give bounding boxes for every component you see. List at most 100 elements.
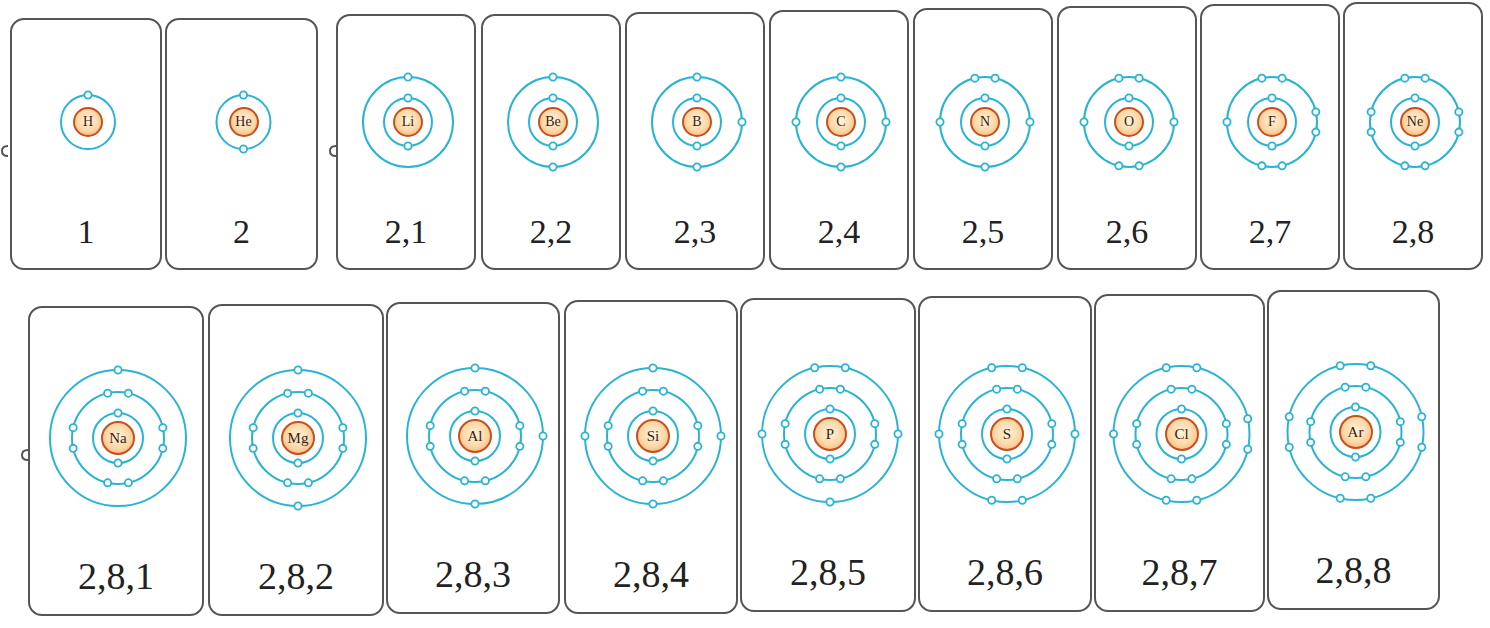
electron xyxy=(1312,129,1319,136)
element-symbol: Na xyxy=(109,431,127,446)
electron-shell xyxy=(217,95,271,149)
electron xyxy=(1133,441,1140,448)
electron-shell xyxy=(230,370,366,506)
electron-shell xyxy=(762,366,898,502)
electron-shell xyxy=(1288,364,1424,500)
electron xyxy=(1003,455,1010,462)
electron xyxy=(84,91,91,98)
element-symbol: C xyxy=(836,115,845,129)
element-symbol: Ar xyxy=(1348,425,1364,440)
electron xyxy=(1286,413,1293,420)
electron xyxy=(549,142,556,149)
electron xyxy=(114,366,121,373)
config-holder: 2,8,6 xyxy=(920,553,1090,591)
nucleus: Be xyxy=(538,107,568,137)
electron xyxy=(811,364,818,371)
electron-shell xyxy=(628,411,678,461)
electron-configuration: 2,1 xyxy=(385,213,428,250)
electron-shell xyxy=(982,409,1032,459)
electron xyxy=(826,405,833,412)
nucleus: P xyxy=(813,417,847,451)
electron-configuration: 2,2 xyxy=(530,213,573,250)
electron xyxy=(1244,415,1251,422)
electron-configuration: 2,8,5 xyxy=(790,551,866,593)
electron-shell xyxy=(796,77,886,167)
electron xyxy=(1455,108,1462,115)
electron-shell xyxy=(50,370,186,506)
electron-shell xyxy=(961,98,1009,146)
nucleus: Na xyxy=(101,421,135,455)
electron xyxy=(782,420,789,427)
nucleus: H xyxy=(73,107,103,137)
nucleus: F xyxy=(1257,107,1287,137)
electron-configuration: 2,8,7 xyxy=(1142,551,1218,593)
electron-shell xyxy=(940,77,1030,167)
electron xyxy=(1258,75,1265,82)
electron xyxy=(1223,441,1230,448)
element-card: 2,2 Be xyxy=(481,14,621,270)
electron xyxy=(1163,364,1170,371)
electron xyxy=(639,388,646,395)
nucleus: Ar xyxy=(1339,415,1373,449)
electron xyxy=(404,73,411,80)
electron xyxy=(871,420,878,427)
electron xyxy=(792,118,799,125)
electron xyxy=(1188,475,1195,482)
electron-shell xyxy=(1105,98,1153,146)
electron xyxy=(539,432,546,439)
config-holder: 2,8,2 xyxy=(210,557,382,595)
config-holder: 2,3 xyxy=(627,215,763,249)
element-symbol: Cl xyxy=(1174,427,1188,442)
element-symbol: N xyxy=(980,115,990,129)
electron xyxy=(1312,108,1319,115)
electron-shell xyxy=(939,366,1075,502)
electron xyxy=(837,94,844,101)
electron xyxy=(660,477,667,484)
electron xyxy=(1125,142,1132,149)
electron xyxy=(1367,362,1374,369)
electron xyxy=(1071,430,1078,437)
electron xyxy=(1455,129,1462,136)
config-holder: 2 xyxy=(167,215,316,249)
electron xyxy=(1026,118,1033,125)
electron xyxy=(305,479,312,486)
config-holder: 2,8,7 xyxy=(1096,553,1263,591)
element-card: 2,8Ne xyxy=(1343,2,1483,270)
electron xyxy=(70,424,77,431)
electron xyxy=(1411,142,1418,149)
electron-configuration: 2,8,4 xyxy=(613,553,689,595)
electron xyxy=(1163,497,1170,504)
electron xyxy=(693,73,700,80)
electron xyxy=(482,477,489,484)
element-card: 2,8,8Ar xyxy=(1267,290,1440,610)
electron xyxy=(894,430,901,437)
electron xyxy=(427,443,434,450)
config-holder: 2,8,3 xyxy=(388,555,558,593)
element-symbol: S xyxy=(1003,427,1011,442)
electron xyxy=(981,163,988,170)
electron xyxy=(1279,162,1286,169)
electron xyxy=(471,364,478,371)
electron-configuration: 1 xyxy=(78,213,95,250)
electron xyxy=(159,424,166,431)
electron-shell xyxy=(1157,409,1207,459)
electron xyxy=(549,94,556,101)
electron xyxy=(981,142,988,149)
electron xyxy=(837,142,844,149)
electron xyxy=(717,432,724,439)
element-symbol: B xyxy=(692,115,701,129)
electron xyxy=(1168,475,1175,482)
electron-shell xyxy=(529,98,577,146)
electron xyxy=(250,424,257,431)
electron xyxy=(1268,142,1275,149)
electron xyxy=(1411,94,1418,101)
electron xyxy=(971,75,978,82)
element-symbol: P xyxy=(826,427,834,442)
electron-configuration: 2,7 xyxy=(1249,213,1292,250)
electron xyxy=(516,443,523,450)
electron-shell xyxy=(450,411,500,461)
electron xyxy=(1307,418,1314,425)
electron xyxy=(959,441,966,448)
config-holder: 2,8,1 xyxy=(30,557,202,595)
